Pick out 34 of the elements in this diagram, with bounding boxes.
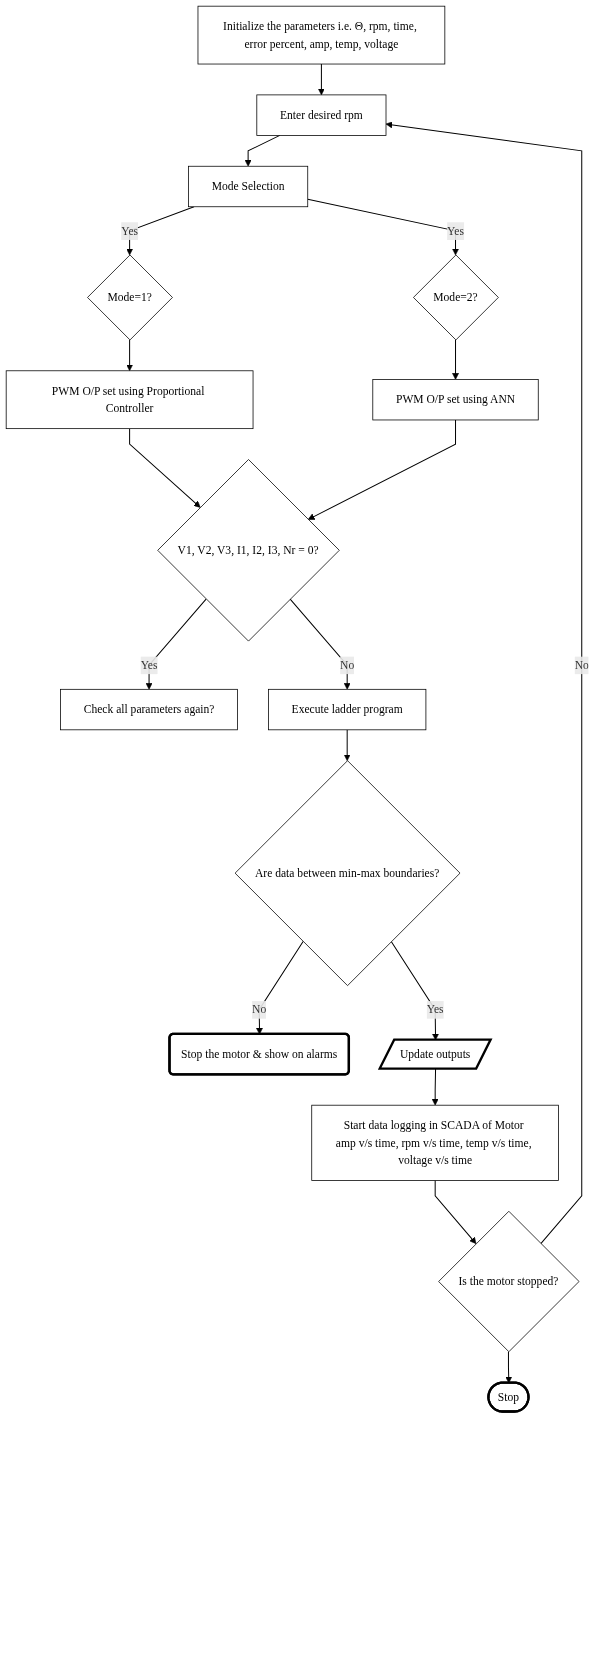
- edge-label: Yes: [426, 1003, 444, 1016]
- node-box: PWM O/P set using Proportional Controller: [5, 370, 254, 430]
- node-box: Check all parameters again?: [60, 688, 238, 731]
- edge-label: Yes: [140, 658, 158, 672]
- arrow: [289, 598, 351, 690]
- arrow: [307, 419, 457, 520]
- edge-label: No: [252, 1003, 267, 1016]
- edge-label: Yes: [121, 224, 139, 237]
- node-box: Mode Selection: [188, 165, 309, 208]
- arrow: [145, 598, 207, 690]
- arrow: [307, 198, 459, 256]
- arrow: [126, 339, 133, 372]
- node-box: PWM O/P set using ANN: [372, 379, 539, 421]
- arrow: [126, 206, 195, 256]
- arrow: [244, 134, 281, 167]
- arrow: [434, 1179, 477, 1244]
- arrow: [318, 63, 325, 96]
- edge-label: No: [574, 658, 589, 672]
- node-box: Start data logging in SCADA of Motor amp v/s time, rpm v/s time, temp v/s time, voltage v/s time: [311, 1104, 559, 1181]
- edge-label: Yes: [447, 224, 464, 237]
- edge-label: No: [340, 658, 355, 672]
- node-diamond: Are data between min-max boundaries?: [234, 760, 461, 986]
- node-box: Execute ladder program: [268, 688, 427, 731]
- arrow: [129, 428, 201, 508]
- arrow: [431, 1068, 439, 1106]
- node-box: Enter desired rpm: [256, 94, 387, 136]
- arrow: [385, 121, 583, 1245]
- node-diamond: Is the motor stopped?: [438, 1210, 580, 1353]
- node-diamond: Mode=1?: [87, 254, 173, 341]
- arrow: [343, 729, 351, 761]
- node-box: Initialize the parameters i.e. Θ, rpm, time, error percent, amp, temp, voltage: [197, 5, 446, 65]
- node-diamond: Mode=2?: [413, 254, 499, 341]
- arrow: [452, 339, 459, 380]
- node-diamond: V1, V2, V3, I1, I2, I3, Nr = 0?: [157, 459, 340, 642]
